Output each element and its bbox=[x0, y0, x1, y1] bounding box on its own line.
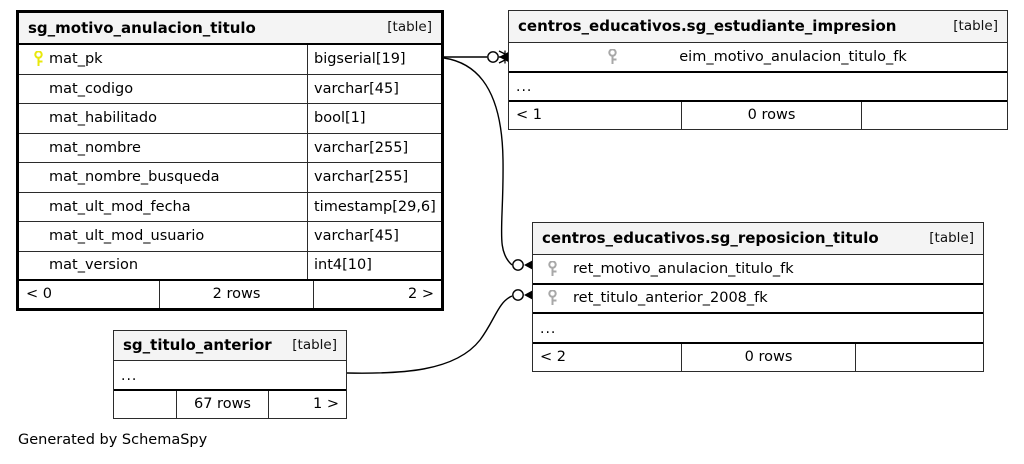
table-row[interactable]: eim_motivo_anulacion_titulo_fk bbox=[509, 43, 1007, 73]
column-name: ret_titulo_anterior_2008_fk bbox=[573, 290, 768, 306]
primary-key-icon bbox=[27, 51, 49, 67]
table-row[interactable]: mat_nombre_busqueda varchar[255] bbox=[19, 163, 441, 193]
footer-row-count: 67 rows bbox=[176, 390, 268, 418]
table-row[interactable]: mat_habilitado bool[1] bbox=[19, 104, 441, 134]
table-footer: < 1 0 rows bbox=[509, 102, 1007, 129]
foreign-key-icon bbox=[541, 290, 563, 306]
footer-row-count: 0 rows bbox=[681, 102, 861, 129]
truncated-columns-indicator: ... bbox=[533, 314, 983, 344]
table-header: sg_motivo_anulacion_titulo [table] bbox=[19, 13, 441, 45]
table-row[interactable]: mat_ult_mod_usuario varchar[45] bbox=[19, 222, 441, 252]
column-type: varchar[255] bbox=[307, 133, 441, 162]
column-name-cell: mat_codigo bbox=[19, 75, 307, 104]
column-name-cell: mat_nombre_busqueda bbox=[19, 163, 307, 192]
table-sg_motivo_anulacion_titulo[interactable]: sg_motivo_anulacion_titulo [table] mat_p… bbox=[16, 10, 444, 311]
table-tag: [table] bbox=[953, 17, 998, 34]
column-name: eim_motivo_anulacion_titulo_fk bbox=[679, 48, 907, 65]
column-type: int4[10] bbox=[307, 251, 441, 279]
footer-incoming-count: < 0 bbox=[26, 286, 52, 303]
column-type: bigserial[19] bbox=[307, 45, 441, 74]
column-name-cell: mat_nombre bbox=[19, 134, 307, 163]
table-row[interactable]: mat_version int4[10] bbox=[19, 251, 441, 281]
table-header: centros_educativos.sg_estudiante_impresi… bbox=[509, 11, 1007, 43]
column-type: varchar[255] bbox=[307, 163, 441, 192]
table-row[interactable]: mat_codigo varchar[45] bbox=[19, 74, 441, 104]
column-name: mat_nombre_busqueda bbox=[49, 169, 220, 185]
truncated-columns-indicator: ... bbox=[509, 73, 1007, 102]
column-name: mat_ult_mod_usuario bbox=[49, 228, 205, 244]
column-type: varchar[45] bbox=[307, 74, 441, 103]
column-name-cell: mat_ult_mod_fecha bbox=[19, 193, 307, 222]
column-name-cell: mat_ult_mod_usuario bbox=[19, 222, 307, 251]
footer-outgoing-count: 1 > bbox=[268, 390, 346, 418]
table-tag: [table] bbox=[387, 19, 432, 36]
column-name-cell: mat_version bbox=[19, 252, 307, 280]
footer-row-count: 0 rows bbox=[681, 343, 855, 371]
table-title: centros_educativos.sg_estudiante_impresi… bbox=[518, 17, 897, 35]
table-header: centros_educativos.sg_reposicion_titulo … bbox=[533, 223, 983, 255]
table-row[interactable]: ret_titulo_anterior_2008_fk bbox=[533, 285, 983, 314]
footer-incoming-count bbox=[114, 391, 176, 418]
footer-outgoing-count bbox=[861, 102, 1007, 129]
table-footer: 67 rows 1 > bbox=[114, 390, 346, 418]
footer-incoming-count: < 1 bbox=[516, 107, 542, 124]
table-sg_reposicion_titulo[interactable]: centros_educativos.sg_reposicion_titulo … bbox=[532, 222, 984, 372]
foreign-key-icon bbox=[541, 260, 563, 277]
column-name-cell: mat_pk bbox=[19, 45, 307, 74]
table-sg_titulo_anterior[interactable]: sg_titulo_anterior [table] ... 67 rows 1… bbox=[113, 330, 347, 419]
table-row[interactable]: ret_motivo_anulacion_titulo_fk bbox=[533, 255, 983, 285]
edge-motivo-to-reposicion bbox=[443, 57, 513, 266]
table-sg_estudiante_impresion[interactable]: centros_educativos.sg_estudiante_impresi… bbox=[508, 10, 1008, 130]
footer-row-count: 2 rows bbox=[159, 281, 313, 308]
column-name: mat_pk bbox=[49, 51, 103, 67]
table-title: sg_titulo_anterior bbox=[123, 336, 272, 354]
column-name: mat_version bbox=[49, 257, 139, 273]
table-row[interactable]: mat_nombre varchar[255] bbox=[19, 133, 441, 163]
column-name: ret_motivo_anulacion_titulo_fk bbox=[573, 260, 794, 277]
table-tag: [table] bbox=[292, 336, 337, 353]
table-title: sg_motivo_anulacion_titulo bbox=[28, 18, 256, 37]
footer-outgoing-count: 2 > bbox=[313, 281, 441, 308]
column-type: varchar[45] bbox=[307, 222, 441, 251]
column-name-cell: eim_motivo_anulacion_titulo_fk bbox=[509, 43, 1007, 71]
generator-credit: Generated by SchemaSpy bbox=[18, 432, 208, 448]
column-name-cell: ret_titulo_anterior_2008_fk bbox=[533, 285, 983, 313]
column-name: mat_nombre bbox=[49, 139, 141, 156]
table-title: centros_educativos.sg_reposicion_titulo bbox=[542, 229, 879, 247]
table-footer: < 2 0 rows bbox=[533, 343, 983, 371]
table-tag: [table] bbox=[929, 229, 974, 246]
column-name-cell: ret_motivo_anulacion_titulo_fk bbox=[533, 255, 983, 283]
column-type: timestamp[29,6] bbox=[307, 192, 441, 221]
footer-incoming-count: < 2 bbox=[540, 348, 566, 365]
column-name: mat_ult_mod_fecha bbox=[49, 198, 191, 215]
table-row[interactable]: mat_ult_mod_fecha timestamp[29,6] bbox=[19, 192, 441, 222]
column-name-cell: mat_habilitado bbox=[19, 104, 307, 133]
footer-outgoing-count bbox=[855, 343, 983, 371]
table-header: sg_titulo_anterior [table] bbox=[114, 331, 346, 361]
table-row[interactable]: mat_pk bigserial[19] bbox=[19, 45, 441, 75]
column-name: mat_habilitado bbox=[49, 110, 157, 126]
truncated-columns-indicator: ... bbox=[114, 361, 346, 391]
foreign-key-icon bbox=[601, 48, 623, 65]
column-name: mat_codigo bbox=[49, 80, 134, 97]
column-type: bool[1] bbox=[307, 104, 441, 133]
table-footer: < 0 2 rows 2 > bbox=[19, 281, 441, 308]
